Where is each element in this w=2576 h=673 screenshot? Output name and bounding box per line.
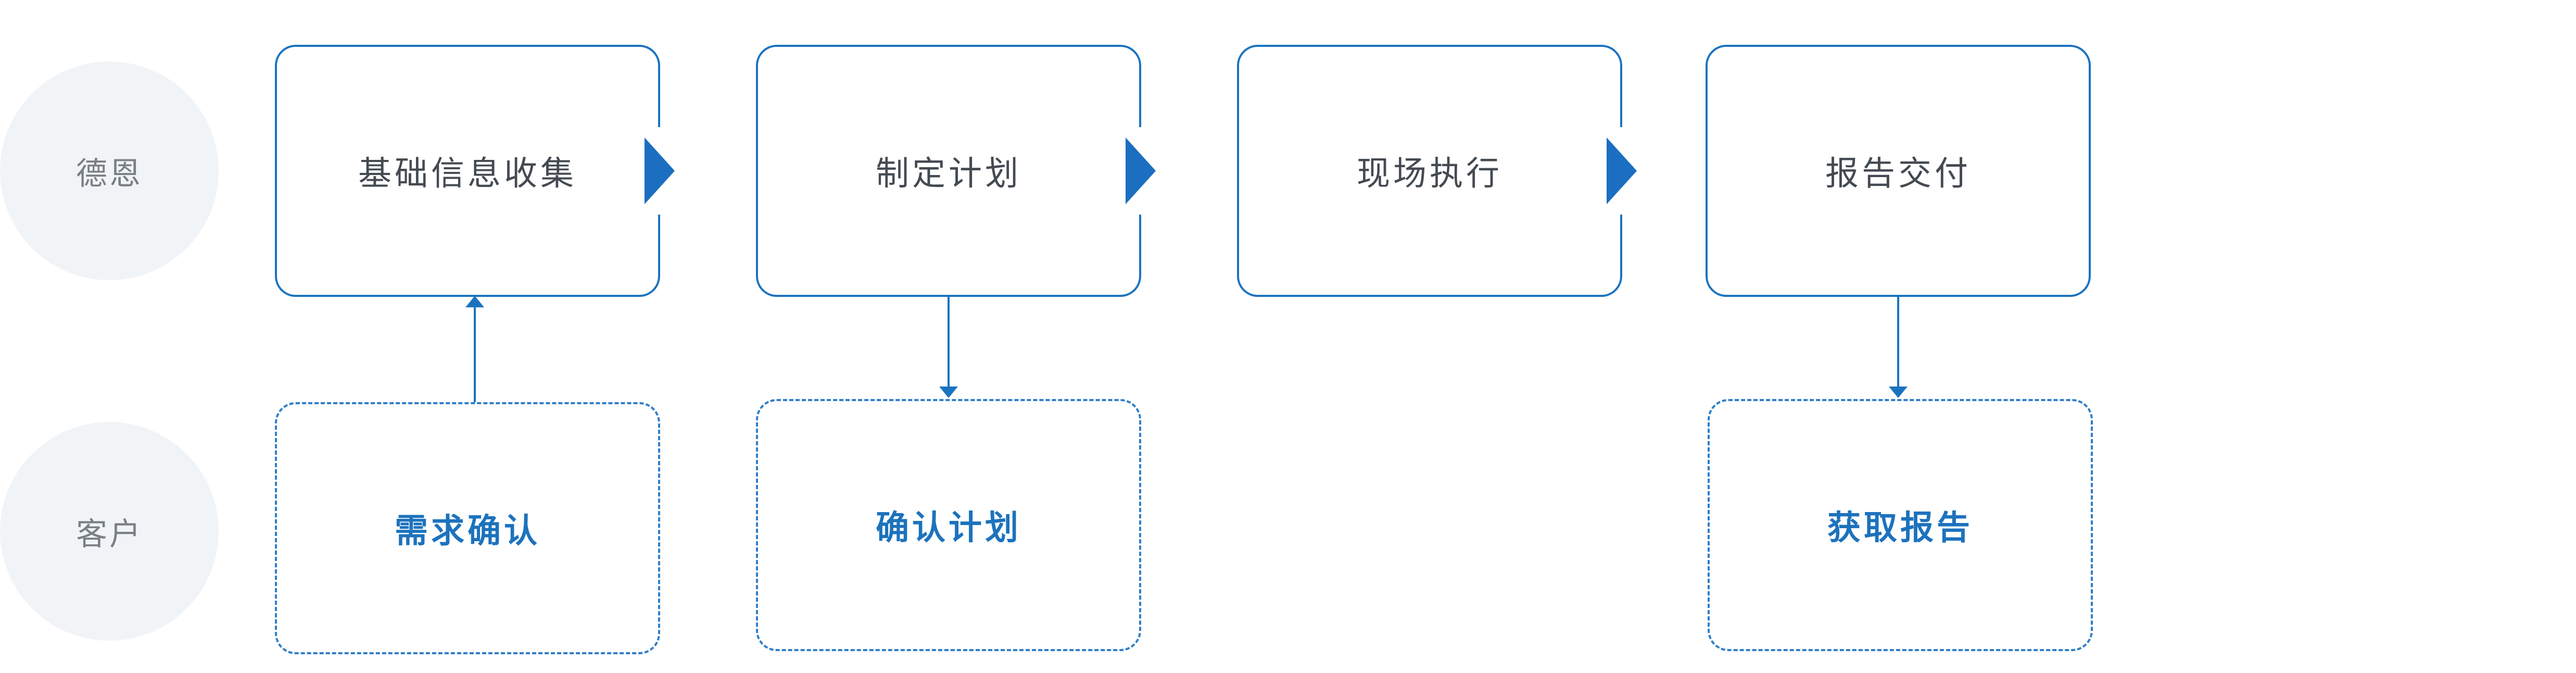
step-label: 制定计划 [876, 155, 1021, 193]
role-client-label: 客户 [76, 516, 143, 553]
arrow-down-icon [1889, 387, 1908, 398]
client-label: 确认计划 [876, 509, 1021, 547]
connector-line [948, 297, 950, 387]
connector-line [474, 307, 476, 402]
step-label: 现场执行 [1357, 155, 1502, 193]
flow-arrow-icon [1126, 138, 1156, 204]
arrow-up-icon [465, 296, 484, 307]
connector-line [1897, 295, 1899, 387]
client-box-requirement-confirm: 需求确认 [275, 402, 660, 654]
client-box-get-report: 获取报告 [1708, 399, 2093, 651]
client-label: 获取报告 [1827, 509, 1973, 547]
step-label: 报告交付 [1825, 155, 1971, 193]
client-box-confirm-plan: 确认计划 [756, 399, 1141, 651]
client-label: 需求确认 [395, 512, 540, 551]
arrow-down-icon [939, 387, 958, 398]
step-box-report-delivery: 报告交付 [1706, 45, 2091, 297]
role-provider-circle: 德恩 [0, 61, 219, 280]
step-box-info-collection: 基础信息收集 [275, 45, 660, 297]
flow-arrow-icon [1607, 138, 1637, 204]
role-provider-label: 德恩 [76, 155, 143, 192]
flow-arrow-icon [645, 138, 675, 204]
step-box-make-plan: 制定计划 [756, 45, 1141, 297]
step-box-onsite-execution: 现场执行 [1237, 45, 1622, 297]
step-label: 基础信息收集 [358, 155, 577, 193]
role-client-circle: 客户 [0, 422, 219, 641]
